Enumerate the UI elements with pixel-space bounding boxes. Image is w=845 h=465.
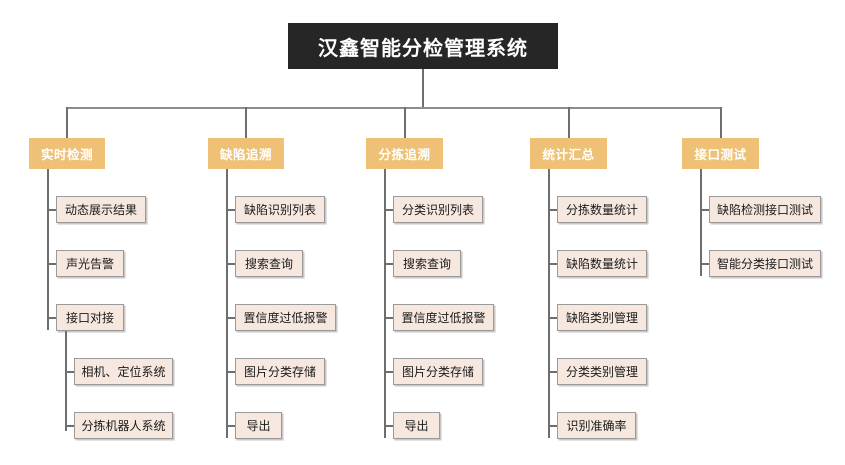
connector-branch-4-2 bbox=[548, 263, 557, 265]
category-node-1[interactable]: 实时检测 bbox=[29, 138, 105, 169]
connector-branch-5-1 bbox=[700, 209, 709, 211]
leaf-node-2-2[interactable]: 搜索查询 bbox=[235, 250, 303, 277]
leaf-node-4-4[interactable]: 分类类别管理 bbox=[557, 358, 647, 385]
connector-drop-col-4 bbox=[568, 107, 570, 138]
connector-spine-col-4 bbox=[548, 169, 550, 438]
connector-branch-2-4 bbox=[226, 371, 235, 373]
connector-branch-4-4 bbox=[548, 371, 557, 373]
connector-root-stem bbox=[422, 69, 424, 107]
category-node-5[interactable]: 接口测试 bbox=[682, 138, 759, 169]
connector-branch-3-4 bbox=[384, 371, 393, 373]
connector-branch-2-1 bbox=[226, 209, 235, 211]
connector-branch-2-2 bbox=[226, 263, 235, 265]
leaf-node-3-4[interactable]: 图片分类存储 bbox=[393, 358, 483, 385]
connector-branch-1-3-1 bbox=[65, 371, 74, 373]
leaf-node-1-3-1[interactable]: 相机、定位系统 bbox=[74, 358, 173, 385]
connector-branch-1-3-2 bbox=[65, 425, 74, 427]
connector-spine-col-1 bbox=[47, 169, 49, 330]
connector-branch-4-5 bbox=[548, 425, 557, 427]
leaf-node-2-4[interactable]: 图片分类存储 bbox=[235, 358, 325, 385]
leaf-node-2-3[interactable]: 置信度过低报警 bbox=[235, 304, 336, 331]
connector-spine-col-3 bbox=[384, 169, 386, 438]
connector-branch-1-2 bbox=[47, 263, 56, 265]
connector-branch-3-2 bbox=[384, 263, 393, 265]
leaf-node-3-1[interactable]: 分类识别列表 bbox=[393, 196, 483, 223]
connector-branch-2-3 bbox=[226, 317, 235, 319]
leaf-node-1-2[interactable]: 声光告警 bbox=[56, 250, 124, 277]
connector-spine-col-1-sub bbox=[65, 331, 67, 431]
connector-branch-4-3 bbox=[548, 317, 557, 319]
root-node[interactable]: 汉鑫智能分检管理系统 bbox=[288, 23, 558, 69]
leaf-node-2-5[interactable]: 导出 bbox=[235, 412, 282, 439]
category-node-2[interactable]: 缺陷追溯 bbox=[208, 138, 284, 169]
connector-drop-col-5 bbox=[720, 107, 722, 138]
connector-branch-1-3 bbox=[47, 317, 56, 319]
connector-root-bus bbox=[66, 107, 721, 109]
category-node-4[interactable]: 统计汇总 bbox=[530, 138, 607, 169]
leaf-node-4-1[interactable]: 分拣数量统计 bbox=[557, 196, 647, 223]
leaf-node-2-1[interactable]: 缺陷识别列表 bbox=[235, 196, 325, 223]
leaf-node-3-2[interactable]: 搜索查询 bbox=[393, 250, 461, 277]
connector-branch-2-5 bbox=[226, 425, 235, 427]
leaf-node-5-2[interactable]: 智能分类接口测试 bbox=[709, 250, 821, 277]
leaf-node-1-1[interactable]: 动态展示结果 bbox=[56, 196, 146, 223]
connector-branch-1-1 bbox=[47, 209, 56, 211]
connector-drop-col-3 bbox=[404, 107, 406, 138]
leaf-node-4-5[interactable]: 识别准确率 bbox=[557, 412, 636, 439]
connector-drop-col-2 bbox=[245, 107, 247, 138]
connector-branch-3-5 bbox=[384, 425, 393, 427]
connector-branch-3-1 bbox=[384, 209, 393, 211]
leaf-node-1-3-2[interactable]: 分拣机器人系统 bbox=[74, 412, 173, 439]
leaf-node-3-3[interactable]: 置信度过低报警 bbox=[393, 304, 494, 331]
leaf-node-1-3[interactable]: 接口对接 bbox=[56, 304, 124, 331]
category-node-3[interactable]: 分拣追溯 bbox=[366, 138, 443, 169]
leaf-node-4-2[interactable]: 缺陷数量统计 bbox=[557, 250, 647, 277]
leaf-node-5-1[interactable]: 缺陷检测接口测试 bbox=[709, 196, 821, 223]
connector-spine-col-2 bbox=[226, 169, 228, 438]
connector-spine-col-5 bbox=[700, 169, 702, 276]
leaf-node-4-3[interactable]: 缺陷类别管理 bbox=[557, 304, 647, 331]
leaf-node-3-5[interactable]: 导出 bbox=[393, 412, 440, 439]
connector-branch-4-1 bbox=[548, 209, 557, 211]
connector-branch-3-3 bbox=[384, 317, 393, 319]
connector-branch-5-2 bbox=[700, 263, 709, 265]
connector-drop-col-1 bbox=[66, 107, 68, 138]
